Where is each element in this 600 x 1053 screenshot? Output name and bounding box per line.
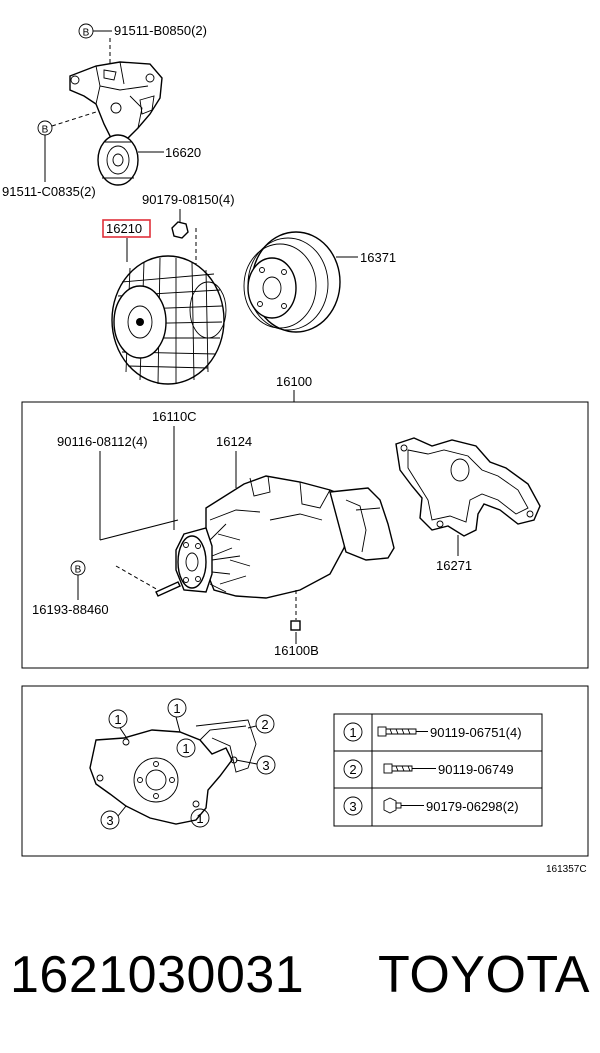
legend-row-3[interactable]: 3 90179-06298(2) bbox=[343, 796, 519, 816]
label-stud-bolts[interactable]: 90116-08112(4) bbox=[57, 434, 148, 449]
svg-text:B: B bbox=[75, 565, 82, 576]
svg-text:90119-06751(4): 90119-06751(4) bbox=[430, 725, 522, 740]
label-gasket[interactable]: 16271 bbox=[436, 558, 472, 573]
stud-bolt bbox=[155, 581, 181, 597]
marker-3a: 3 bbox=[256, 755, 276, 775]
footer-brand: TOYOTA bbox=[378, 946, 590, 1004]
label-nut-fan[interactable]: 90179-08150(4) bbox=[142, 192, 235, 207]
fastener-reference-box bbox=[21, 685, 589, 857]
bolt-long-icon bbox=[377, 726, 417, 737]
footer-part-number: 1621030031 bbox=[10, 946, 305, 1004]
svg-text:16210: 16210 bbox=[106, 221, 142, 236]
label-plug[interactable]: 16124 bbox=[216, 434, 252, 449]
marker-3b: 3 bbox=[100, 810, 120, 830]
svg-text:2: 2 bbox=[349, 762, 356, 777]
svg-text:B: B bbox=[83, 28, 90, 39]
assembly-box bbox=[21, 401, 589, 669]
label-stud[interactable]: 16193-88460 bbox=[32, 602, 109, 617]
label-bolt-top[interactable]: 91511-B0850(2) bbox=[114, 23, 207, 38]
svg-text:1: 1 bbox=[173, 701, 180, 716]
marker-1d: 1 bbox=[190, 808, 210, 828]
water-pump bbox=[175, 475, 395, 599]
fan-nut bbox=[171, 221, 189, 239]
fan-coupling bbox=[111, 255, 227, 385]
fastener-legend-table bbox=[333, 713, 543, 827]
marker-2: 2 bbox=[255, 714, 275, 734]
svg-text:B: B bbox=[42, 125, 49, 136]
svg-text:1: 1 bbox=[114, 712, 121, 727]
idler-pulley bbox=[97, 134, 139, 186]
idler-bracket bbox=[69, 61, 163, 141]
label-bolt-left[interactable]: 91511-C0835(2) bbox=[2, 184, 96, 199]
b-marker-stud: B bbox=[70, 560, 86, 576]
svg-text:3: 3 bbox=[349, 799, 356, 814]
gasket bbox=[395, 437, 541, 537]
svg-text:90179-06298(2): 90179-06298(2) bbox=[426, 799, 519, 814]
bolt-short-icon bbox=[383, 763, 413, 774]
marker-1c: 1 bbox=[176, 738, 196, 758]
label-kit[interactable]: 16100B bbox=[274, 643, 319, 658]
svg-text:2: 2 bbox=[261, 717, 268, 732]
label-pulley[interactable]: 16371 bbox=[360, 250, 396, 265]
diagram-id: 161357C bbox=[546, 864, 587, 875]
marker-1a: 1 bbox=[108, 709, 128, 729]
svg-text:90119-06749: 90119-06749 bbox=[438, 762, 514, 777]
fan-coupling-label[interactable]: 16210 bbox=[102, 219, 151, 238]
marker-1b: 1 bbox=[167, 698, 187, 718]
pump-outline-view bbox=[89, 719, 257, 825]
b-marker-top: B bbox=[78, 23, 94, 39]
legend-row-2[interactable]: 2 90119-06749 bbox=[343, 759, 514, 779]
footer: 1621030031 TOYOTA bbox=[10, 940, 590, 1010]
nut-icon bbox=[383, 797, 402, 814]
kit-part bbox=[290, 620, 301, 631]
svg-text:1: 1 bbox=[182, 741, 189, 756]
svg-text:3: 3 bbox=[262, 758, 269, 773]
svg-text:1: 1 bbox=[349, 725, 356, 740]
fan-pulley bbox=[243, 231, 341, 333]
b-marker-left: B bbox=[37, 120, 53, 136]
label-pump-body[interactable]: 16110C bbox=[152, 409, 197, 424]
label-idler[interactable]: 16620 bbox=[165, 145, 201, 160]
legend-row-1[interactable]: 1 90119-06751(4) bbox=[343, 722, 522, 742]
parts-diagram: B 91511-B0850(2) 16620 B 91511-C0835(2) … bbox=[2, 23, 589, 875]
label-assembly[interactable]: 16100 bbox=[276, 374, 312, 389]
svg-text:3: 3 bbox=[106, 813, 113, 828]
svg-text:1: 1 bbox=[196, 811, 203, 826]
